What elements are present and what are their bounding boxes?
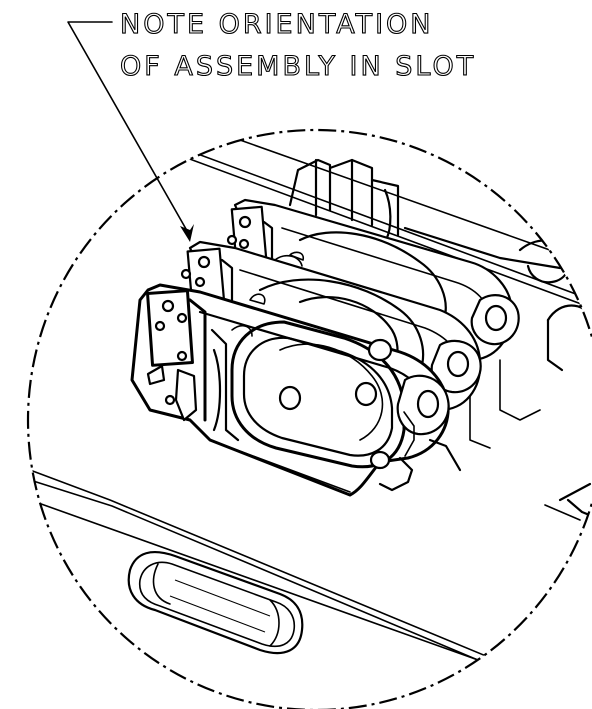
base-plate xyxy=(29,469,592,709)
callout-line-2: OF ASSEMBLY IN SLOT xyxy=(120,51,476,82)
detail-view xyxy=(29,139,592,709)
assembly-front xyxy=(130,283,462,497)
grip-slot xyxy=(127,551,304,655)
callout-line-1: NOTE ORIENTATION xyxy=(120,9,434,40)
leader-arrow xyxy=(67,21,194,242)
callout-note: NOTE ORIENTATION OF ASSEMBLY IN SLOT xyxy=(119,8,476,82)
detail-boundary-circle xyxy=(26,128,592,709)
